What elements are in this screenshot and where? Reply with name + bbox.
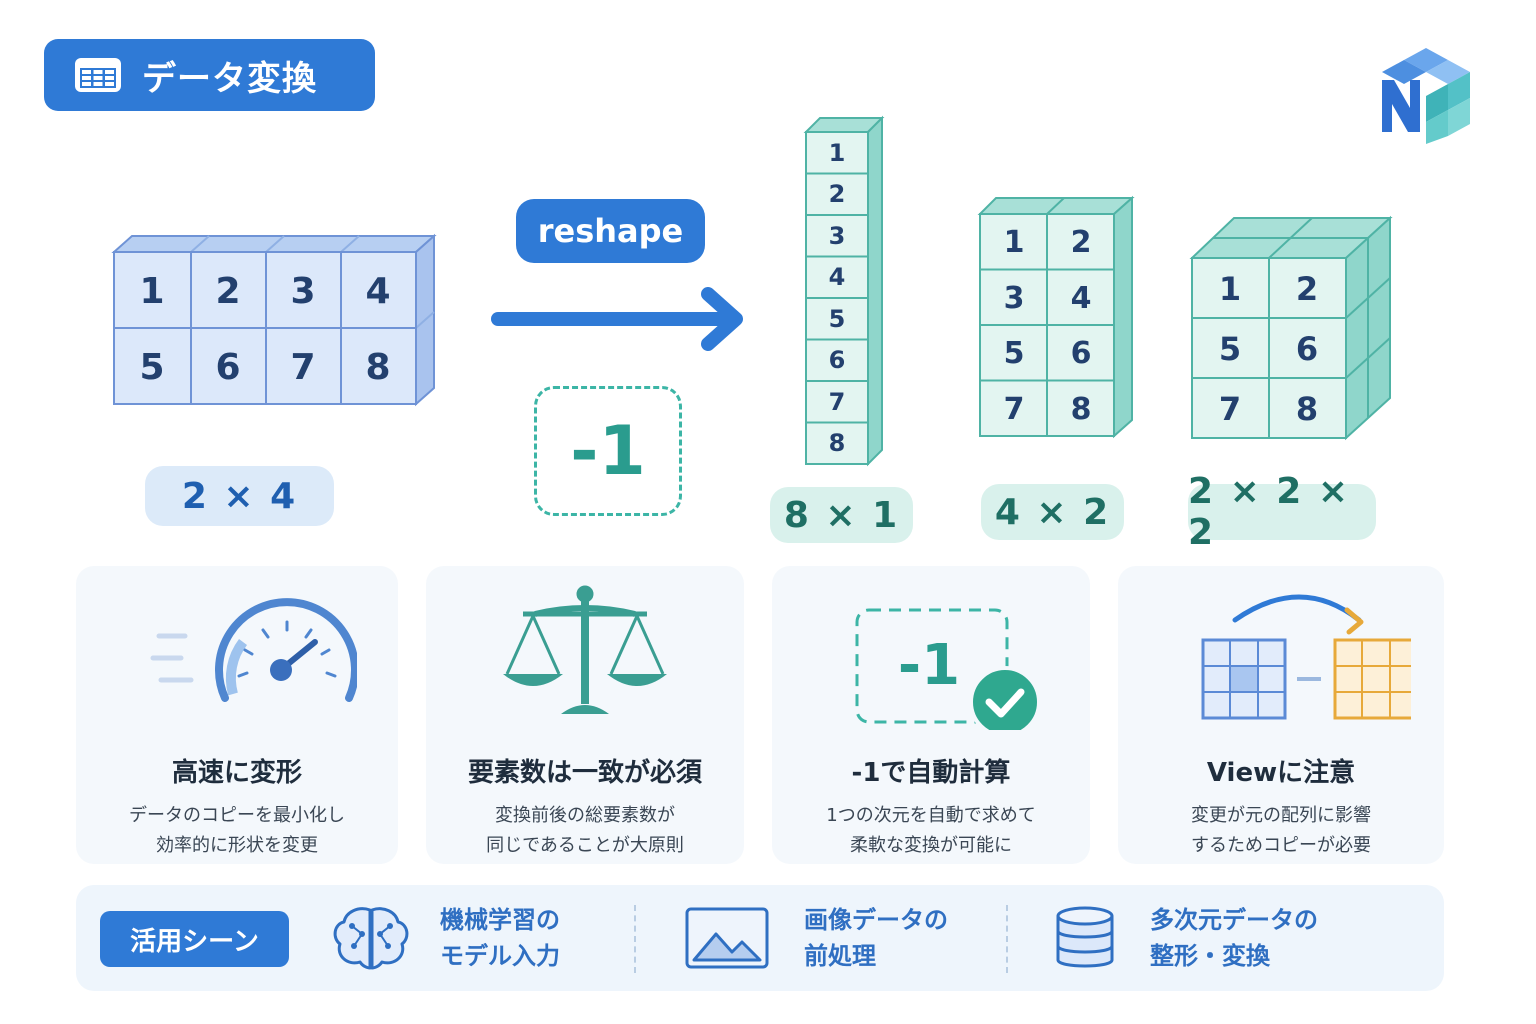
card-title: 高速に変形 bbox=[171, 758, 302, 788]
cell: 5 bbox=[1219, 330, 1241, 368]
brain-icon bbox=[333, 907, 409, 970]
card-desc-line: 効率的に形状を変更 bbox=[156, 835, 318, 856]
target-array-4x2: 1 2 3 4 5 6 7 8 bbox=[977, 195, 1135, 439]
cell: 8 bbox=[1296, 390, 1318, 428]
usecase-line: 前処理 bbox=[804, 942, 876, 970]
cell: 7 bbox=[1004, 392, 1025, 427]
usecase-line: 画像データの bbox=[804, 906, 948, 934]
cell: 7 bbox=[829, 388, 846, 416]
usecase-line: 整形・変換 bbox=[1150, 942, 1270, 970]
cell: 8 bbox=[829, 429, 846, 457]
usecase-line: 機械学習の bbox=[440, 906, 560, 934]
cell: 6 bbox=[215, 347, 240, 388]
auto-dimension-value: -1 bbox=[570, 411, 646, 491]
card-desc: データのコピーを最小化し 効率的に形状を変更 bbox=[129, 801, 345, 861]
usecase-label: 活用シーン bbox=[100, 911, 289, 967]
cell: 3 bbox=[290, 271, 315, 312]
card-desc-line: 1つの次元を自動で求めて bbox=[826, 805, 1036, 826]
speedometer-icon bbox=[150, 598, 357, 702]
usecase-line: 多次元データの bbox=[1150, 906, 1318, 934]
cell: 2 bbox=[829, 180, 846, 208]
card-desc-line: 柔軟な変換が可能に bbox=[849, 835, 1012, 856]
card-title: -1で自動計算 bbox=[851, 758, 1011, 788]
usecase-item-image: 画像データの 前処理 bbox=[804, 902, 948, 974]
card-view-warning: Viewに注意 変更が元の配列に影響 するためコピーが必要 bbox=[1118, 566, 1444, 864]
cell: 4 bbox=[365, 271, 390, 312]
target-shape-label-8x1: 8 × 1 bbox=[770, 487, 913, 543]
arrow-right-icon bbox=[491, 287, 743, 351]
cell: 3 bbox=[1004, 281, 1025, 316]
view-copy-icon bbox=[1201, 594, 1411, 720]
target-shape-label-2x2x2: 2 × 2 × 2 bbox=[1188, 471, 1376, 553]
card-desc-line: 変更が元の配列に影響 bbox=[1191, 805, 1371, 826]
card-speed: 高速に変形 データのコピーを最小化し 効率的に形状を変更 bbox=[76, 566, 398, 864]
cell: 1 bbox=[1004, 225, 1025, 260]
cell: 5 bbox=[139, 347, 164, 388]
separator bbox=[634, 905, 636, 973]
usecase-item-multidim: 多次元データの 整形・変換 bbox=[1150, 902, 1318, 974]
cell: 7 bbox=[290, 347, 315, 388]
cell: 4 bbox=[829, 263, 846, 291]
card-desc-line: データのコピーを最小化し bbox=[129, 805, 345, 826]
card-title: Viewに注意 bbox=[1206, 758, 1356, 788]
cell: 5 bbox=[829, 305, 846, 333]
card-desc: 1つの次元を自動で求めて 柔軟な変換が可能に bbox=[826, 801, 1035, 861]
target-array-8x1: 1 2 3 4 5 6 7 8 bbox=[803, 115, 885, 467]
cell: 1 bbox=[139, 271, 164, 312]
cell: 6 bbox=[829, 346, 846, 374]
usecase-item-ml: 機械学習の モデル入力 bbox=[440, 902, 560, 974]
cell: 5 bbox=[1004, 336, 1025, 371]
cell: 6 bbox=[1071, 336, 1092, 371]
target-shape-label-4x2: 4 × 2 bbox=[981, 484, 1124, 540]
card-title: 要素数は一致が必須 bbox=[467, 758, 702, 788]
source-array: 1 2 3 4 5 6 7 8 bbox=[111, 233, 437, 407]
image-icon bbox=[685, 907, 769, 969]
card-desc: 変換前後の総要素数が 同じであることが大原則 bbox=[486, 801, 684, 861]
cell: 6 bbox=[1296, 330, 1318, 368]
auto-calc-check-icon: -1 bbox=[855, 608, 1041, 730]
cell: 7 bbox=[1219, 390, 1241, 428]
cell: 1 bbox=[829, 139, 846, 167]
balance-scale-icon bbox=[503, 585, 667, 714]
cell: 2 bbox=[1071, 225, 1092, 260]
card-desc-line: するためコピーが必要 bbox=[1191, 835, 1371, 856]
page-title: データ変換 bbox=[142, 58, 317, 99]
auto-dimension-box: -1 bbox=[534, 386, 682, 516]
cell: 8 bbox=[365, 347, 390, 388]
reshape-label: reshape bbox=[516, 199, 705, 263]
card-desc-line: 変換前後の総要素数が bbox=[494, 805, 675, 826]
target-array-2x2x2: 1 2 5 6 7 8 bbox=[1189, 215, 1393, 441]
card-desc-line: 同じであることが大原則 bbox=[486, 835, 684, 856]
card-auto-calc: -1 -1で自動計算 1つの次元を自動で求めて 柔軟な変換が可能に bbox=[772, 566, 1090, 864]
cell: 8 bbox=[1071, 392, 1092, 427]
header-badge: データ変換 bbox=[44, 39, 375, 111]
auto-calc-badge: -1 bbox=[898, 633, 960, 698]
cell: 2 bbox=[1296, 270, 1318, 308]
table-icon bbox=[75, 58, 121, 92]
usecase-line: モデル入力 bbox=[440, 942, 560, 970]
separator bbox=[1006, 905, 1008, 973]
cell: 2 bbox=[215, 271, 240, 312]
card-element-count: 要素数は一致が必須 変換前後の総要素数が 同じであることが大原則 bbox=[426, 566, 744, 864]
cell: 4 bbox=[1071, 281, 1092, 316]
card-desc: 変更が元の配列に影響 するためコピーが必要 bbox=[1191, 801, 1371, 861]
database-icon bbox=[1056, 906, 1114, 968]
cell: 1 bbox=[1219, 270, 1241, 308]
cell: 3 bbox=[829, 222, 846, 250]
source-shape-label: 2 × 4 bbox=[145, 466, 334, 526]
numpy-logo-icon bbox=[1382, 48, 1470, 144]
